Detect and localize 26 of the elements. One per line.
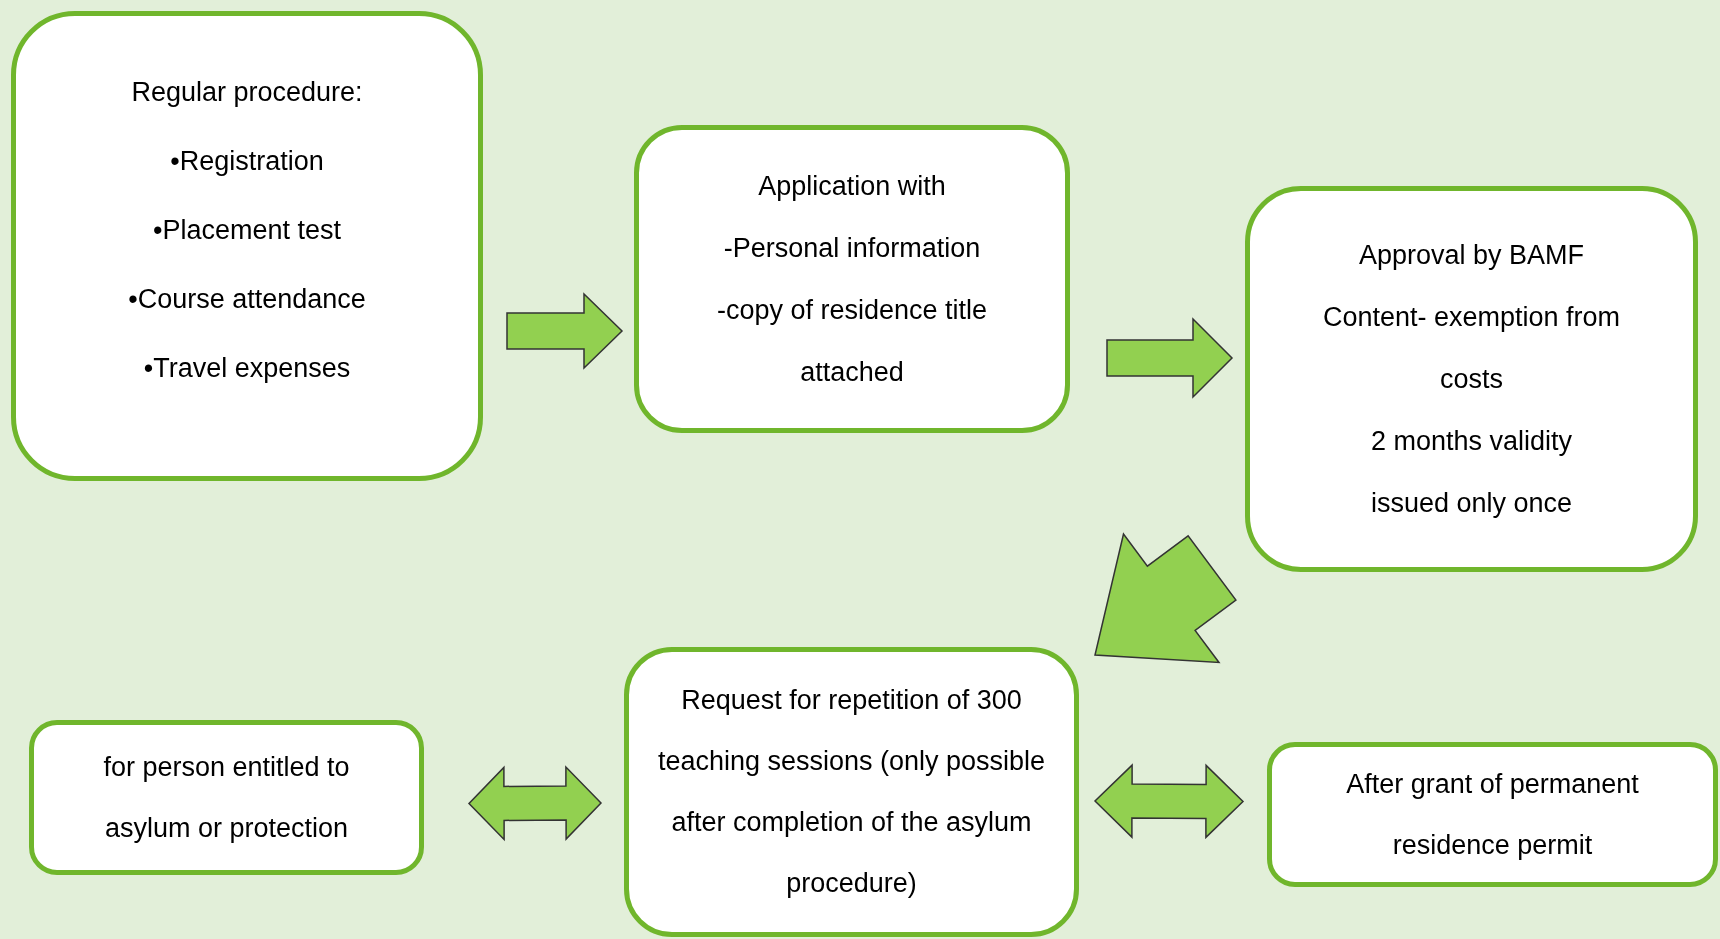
box-text: for person entitled to asylum or protection (102, 750, 351, 845)
box-text: -Personal information (723, 232, 981, 265)
rounded-box (1245, 186, 1698, 572)
box-text: Regular procedure: (131, 76, 363, 109)
box-text: •Course attendance (128, 283, 366, 316)
box-text: Request for repetition of 300 teaching sessions (only possible after completion of the asylum procedure) (656, 684, 1047, 900)
block-arrow (506, 292, 624, 370)
box-text: •Placement test (152, 214, 341, 247)
box-text: After grant of permanent residence permit (1345, 767, 1640, 862)
rounded-box (11, 11, 483, 481)
box-text: 2 months validity (1370, 425, 1573, 458)
box-text: -copy of residence title attached (715, 294, 989, 389)
box-text: •Travel expenses (143, 352, 351, 385)
box-text: Content- exemption from costs (1321, 301, 1622, 396)
block-arrow (1094, 532, 1237, 664)
block-arrow (467, 765, 603, 842)
rounded-box (1267, 742, 1718, 887)
rounded-box (624, 647, 1079, 937)
box-text: Application with (758, 170, 946, 203)
rounded-box (29, 720, 424, 875)
rounded-box (634, 125, 1070, 433)
box-text: •Registration (170, 145, 324, 178)
box-text: Approval by BAMF (1358, 239, 1585, 272)
block-arrow (1106, 317, 1234, 399)
box-text: issued only once (1370, 487, 1573, 520)
block-arrow (1093, 763, 1245, 840)
